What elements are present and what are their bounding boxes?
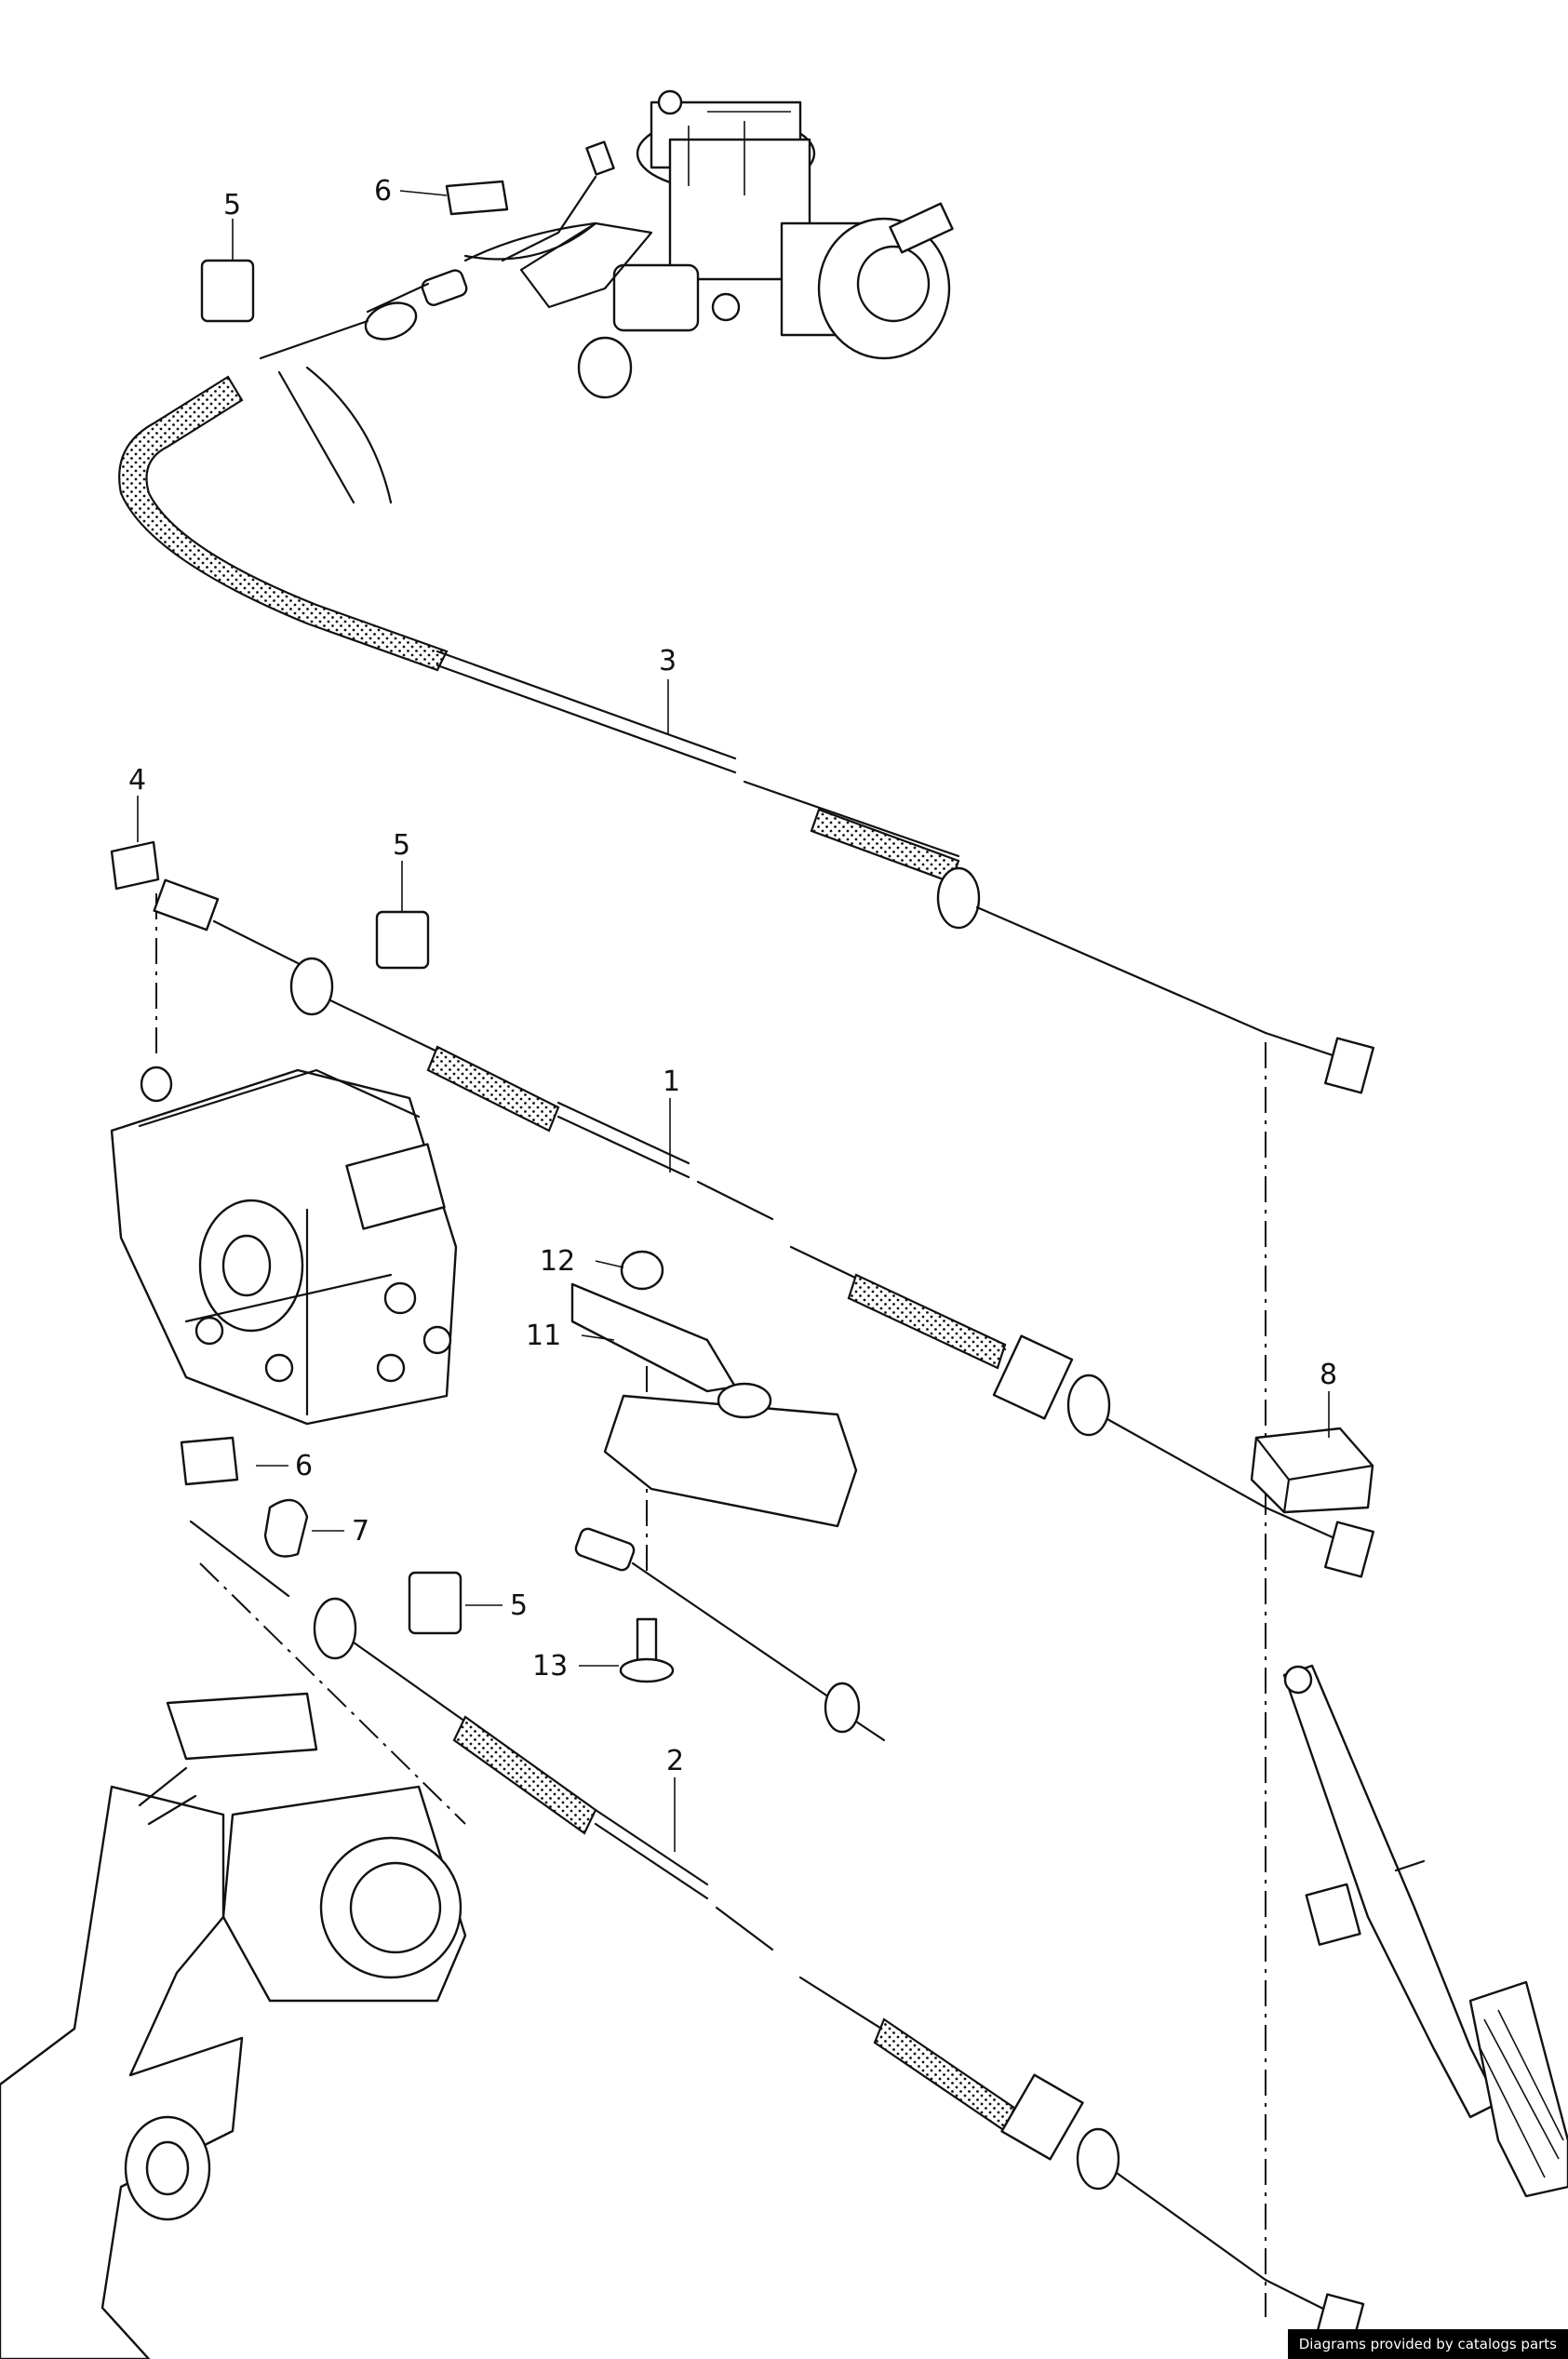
- clip-5-top: [200, 259, 255, 323]
- credit-footer: Diagrams provided by catalogs parts: [1287, 2329, 1568, 2359]
- callout-13: 13: [532, 1650, 568, 1682]
- callout-6-top: 6: [374, 175, 392, 208]
- injection-pump-illustration: [110, 1066, 458, 1426]
- alignment-line-lower-left: [199, 1562, 466, 1825]
- accelerator-cable-3: [118, 221, 1374, 1094]
- callout-3: 3: [659, 645, 677, 677]
- callout-5-top: 5: [223, 189, 241, 221]
- callout-12: 12: [540, 1245, 575, 1278]
- callout-5-low: 5: [510, 1589, 528, 1622]
- bracket-assembly: [570, 1250, 886, 1742]
- accelerator-cable-2: [189, 1520, 1365, 2346]
- leader-lines: [137, 190, 1330, 1852]
- clip-4: [110, 840, 160, 891]
- part-8-cap: [1250, 1427, 1374, 1514]
- throttle-body-illustration: [0, 1692, 467, 2359]
- accelerator-cable-1: [153, 878, 1374, 1578]
- clip-6-top: [445, 180, 509, 216]
- callout-11: 11: [526, 1320, 561, 1352]
- clip-7: [263, 1498, 309, 1558]
- callout-4: 4: [128, 764, 146, 797]
- clip-5-low: [408, 1571, 462, 1635]
- clip-parts: [110, 180, 509, 1635]
- callout-2: 2: [666, 1745, 684, 1777]
- callout-labels: 5 6 3 4 5 1 12 11 8 6 7 5 13 2: [128, 175, 1337, 1777]
- accelerator-pedal-illustration: [1282, 1664, 1568, 2198]
- callout-1: 1: [663, 1066, 680, 1098]
- callout-8: 8: [1320, 1359, 1337, 1391]
- callout-7: 7: [352, 1515, 369, 1548]
- clip-6-low: [180, 1436, 239, 1486]
- callout-6-low: 6: [295, 1450, 313, 1482]
- callout-5-mid: 5: [393, 829, 410, 862]
- carburetor-illustration: [501, 89, 954, 399]
- clip-5-mid: [375, 910, 430, 970]
